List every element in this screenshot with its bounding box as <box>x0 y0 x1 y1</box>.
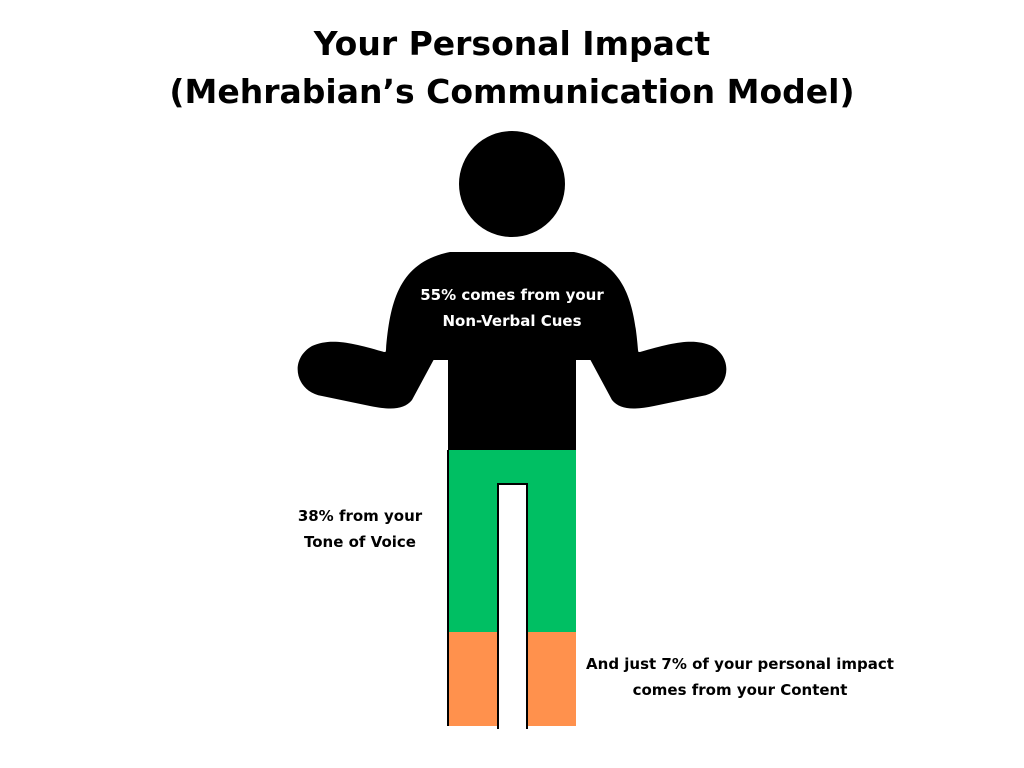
figure-legs-content-right <box>527 632 576 726</box>
figure-right-arm <box>584 341 727 409</box>
content-label-line-2: comes from your Content <box>632 681 848 699</box>
figure-torso <box>384 252 640 450</box>
figure-left-arm <box>297 341 440 409</box>
figure-legs-content-left <box>448 632 499 726</box>
figure-head <box>459 131 565 237</box>
content-label: And just 7% of your personal impact come… <box>580 651 900 703</box>
nonverbal-label-line-1: 55% comes from your <box>420 286 604 304</box>
tone-label: 38% from your Tone of Voice <box>280 503 440 555</box>
title-line-1: Your Personal Impact <box>313 24 711 63</box>
nonverbal-label: 55% comes from your Non-Verbal Cues <box>392 282 632 334</box>
tone-label-line-2: Tone of Voice <box>304 533 416 551</box>
content-label-line-1: And just 7% of your personal impact <box>586 655 894 673</box>
figure-leg-gap-cover <box>499 628 526 730</box>
nonverbal-label-line-2: Non-Verbal Cues <box>442 312 582 330</box>
tone-label-line-1: 38% from your <box>297 507 423 525</box>
title-line-2: (Mehrabian’s Communication Model) <box>169 72 855 111</box>
